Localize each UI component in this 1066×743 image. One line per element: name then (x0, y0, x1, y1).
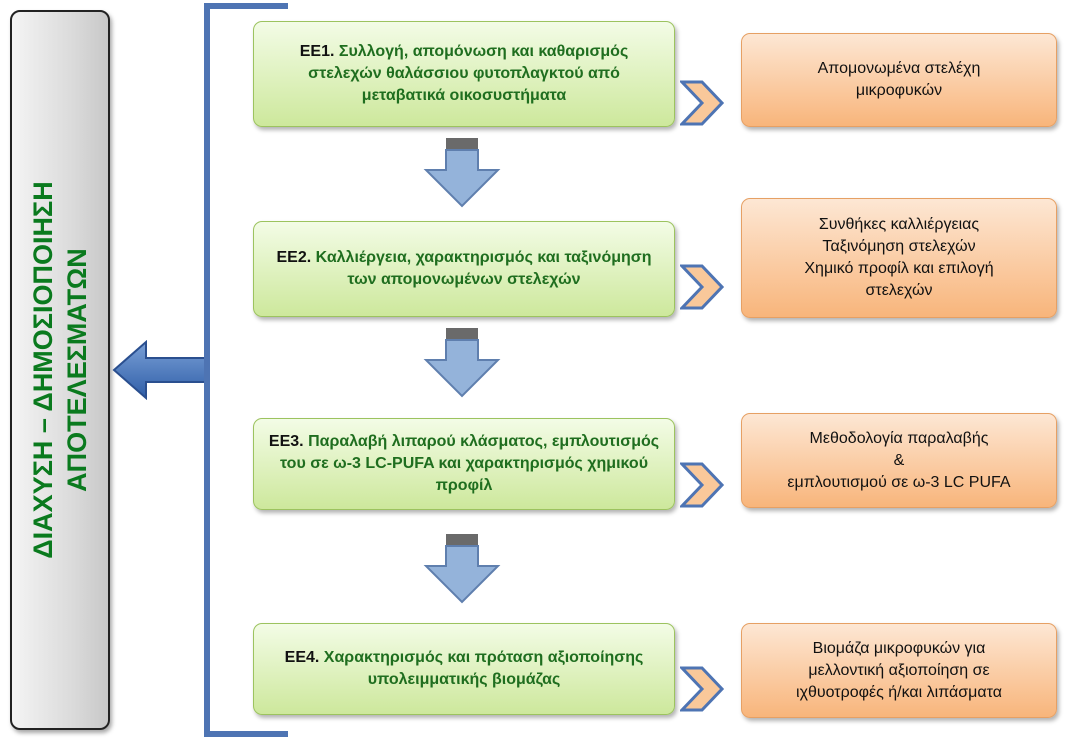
chevron-right-icon (680, 462, 724, 508)
dissemination-label: ΔΙΑΧΥΣΗ – ΔΗΜΟΣΙΟΠΟΙΗΣΗ ΑΠΟΤΕΛΕΣΜΑΤΩΝ (26, 30, 94, 710)
dissemination-label-line2: ΑΠΟΤΕΛΕΣΜΑΤΩΝ (62, 248, 92, 492)
wp-code: ΕΕ3. (268, 433, 304, 450)
output-line: ιχθυοτροφές ή/και λιπάσματα (796, 683, 1002, 701)
wp-box-1: ΕΕ1. Συλλογή, απομόνωση και καθαρισμός σ… (253, 21, 675, 127)
dissemination-label-line1: ΔΙΑΧΥΣΗ – ΔΗΜΟΣΙΟΠΟΙΗΣΗ (28, 181, 58, 559)
output-line: στελεχών (865, 282, 933, 299)
output-line: Μεθοδολογία παραλαβής (809, 429, 989, 447)
wp-box-4: ΕΕ4. Χαρακτηρισμός και πρόταση αξιοποίησ… (253, 623, 675, 715)
chevron-right-icon (680, 666, 724, 712)
output-box-4: Βιομάζα μικροφυκών για μελλοντική αξιοπο… (741, 623, 1057, 718)
dissemination-panel: ΔΙΑΧΥΣΗ – ΔΗΜΟΣΙΟΠΟΙΗΣΗ ΑΠΟΤΕΛΕΣΜΑΤΩΝ (10, 10, 110, 730)
output-line: Χημικό προφίλ και επιλογή (804, 260, 994, 277)
wp-code: ΕΕ4. (284, 649, 320, 666)
wp-box-3: ΕΕ3. Παραλαβή λιπαρού κλάσματος, εμπλουτ… (253, 418, 675, 510)
output-line: Βιομάζα μικροφυκών για (812, 639, 986, 657)
output-line: Ταξινόμηση στελεχών (822, 238, 976, 255)
output-line: μικροφυκών (855, 82, 943, 99)
wp-title: Παραλαβή λιπαρού κλάσματος, εμπλουτισμός… (279, 433, 660, 494)
output-line: & (893, 451, 905, 469)
wp-code: ΕΕ2. (276, 249, 312, 266)
wp-title: Συλλογή, απομόνωση και καθαρισμός στελεχ… (308, 43, 629, 104)
output-line: Απομονωμένα στελέχη (817, 60, 981, 77)
phase-bracket (204, 3, 288, 737)
output-box-2: Συνθήκες καλλιέργειας Ταξινόμηση στελεχώ… (741, 198, 1057, 318)
wp-title: Καλλιέργεια, χαρακτηρισμός και ταξινόμησ… (315, 249, 652, 288)
output-box-3: Μεθοδολογία παραλαβής & εμπλουτισμού σε … (741, 413, 1057, 508)
down-arrow-icon (423, 534, 501, 604)
wp-box-2: ΕΕ2. Καλλιέργεια, χαρακτηρισμός και ταξι… (253, 221, 675, 317)
chevron-right-icon (680, 80, 724, 126)
down-arrow-icon (423, 328, 501, 398)
output-line: Συνθήκες καλλιέργειας (818, 216, 980, 233)
chevron-right-icon (680, 264, 724, 310)
wp-title: Χαρακτηρισμός και πρόταση αξιοποίησης υπ… (323, 649, 644, 688)
wp-code: ΕΕ1. (299, 43, 335, 60)
down-arrow-icon (423, 138, 501, 208)
output-line: εμπλουτισμού σε ω-3 LC PUFA (787, 473, 1011, 491)
output-box-1: Απομονωμένα στελέχη μικροφυκών (741, 33, 1057, 127)
output-line: μελλοντική αξιοποίηση σε (808, 661, 990, 679)
left-arrow-icon (112, 340, 207, 400)
